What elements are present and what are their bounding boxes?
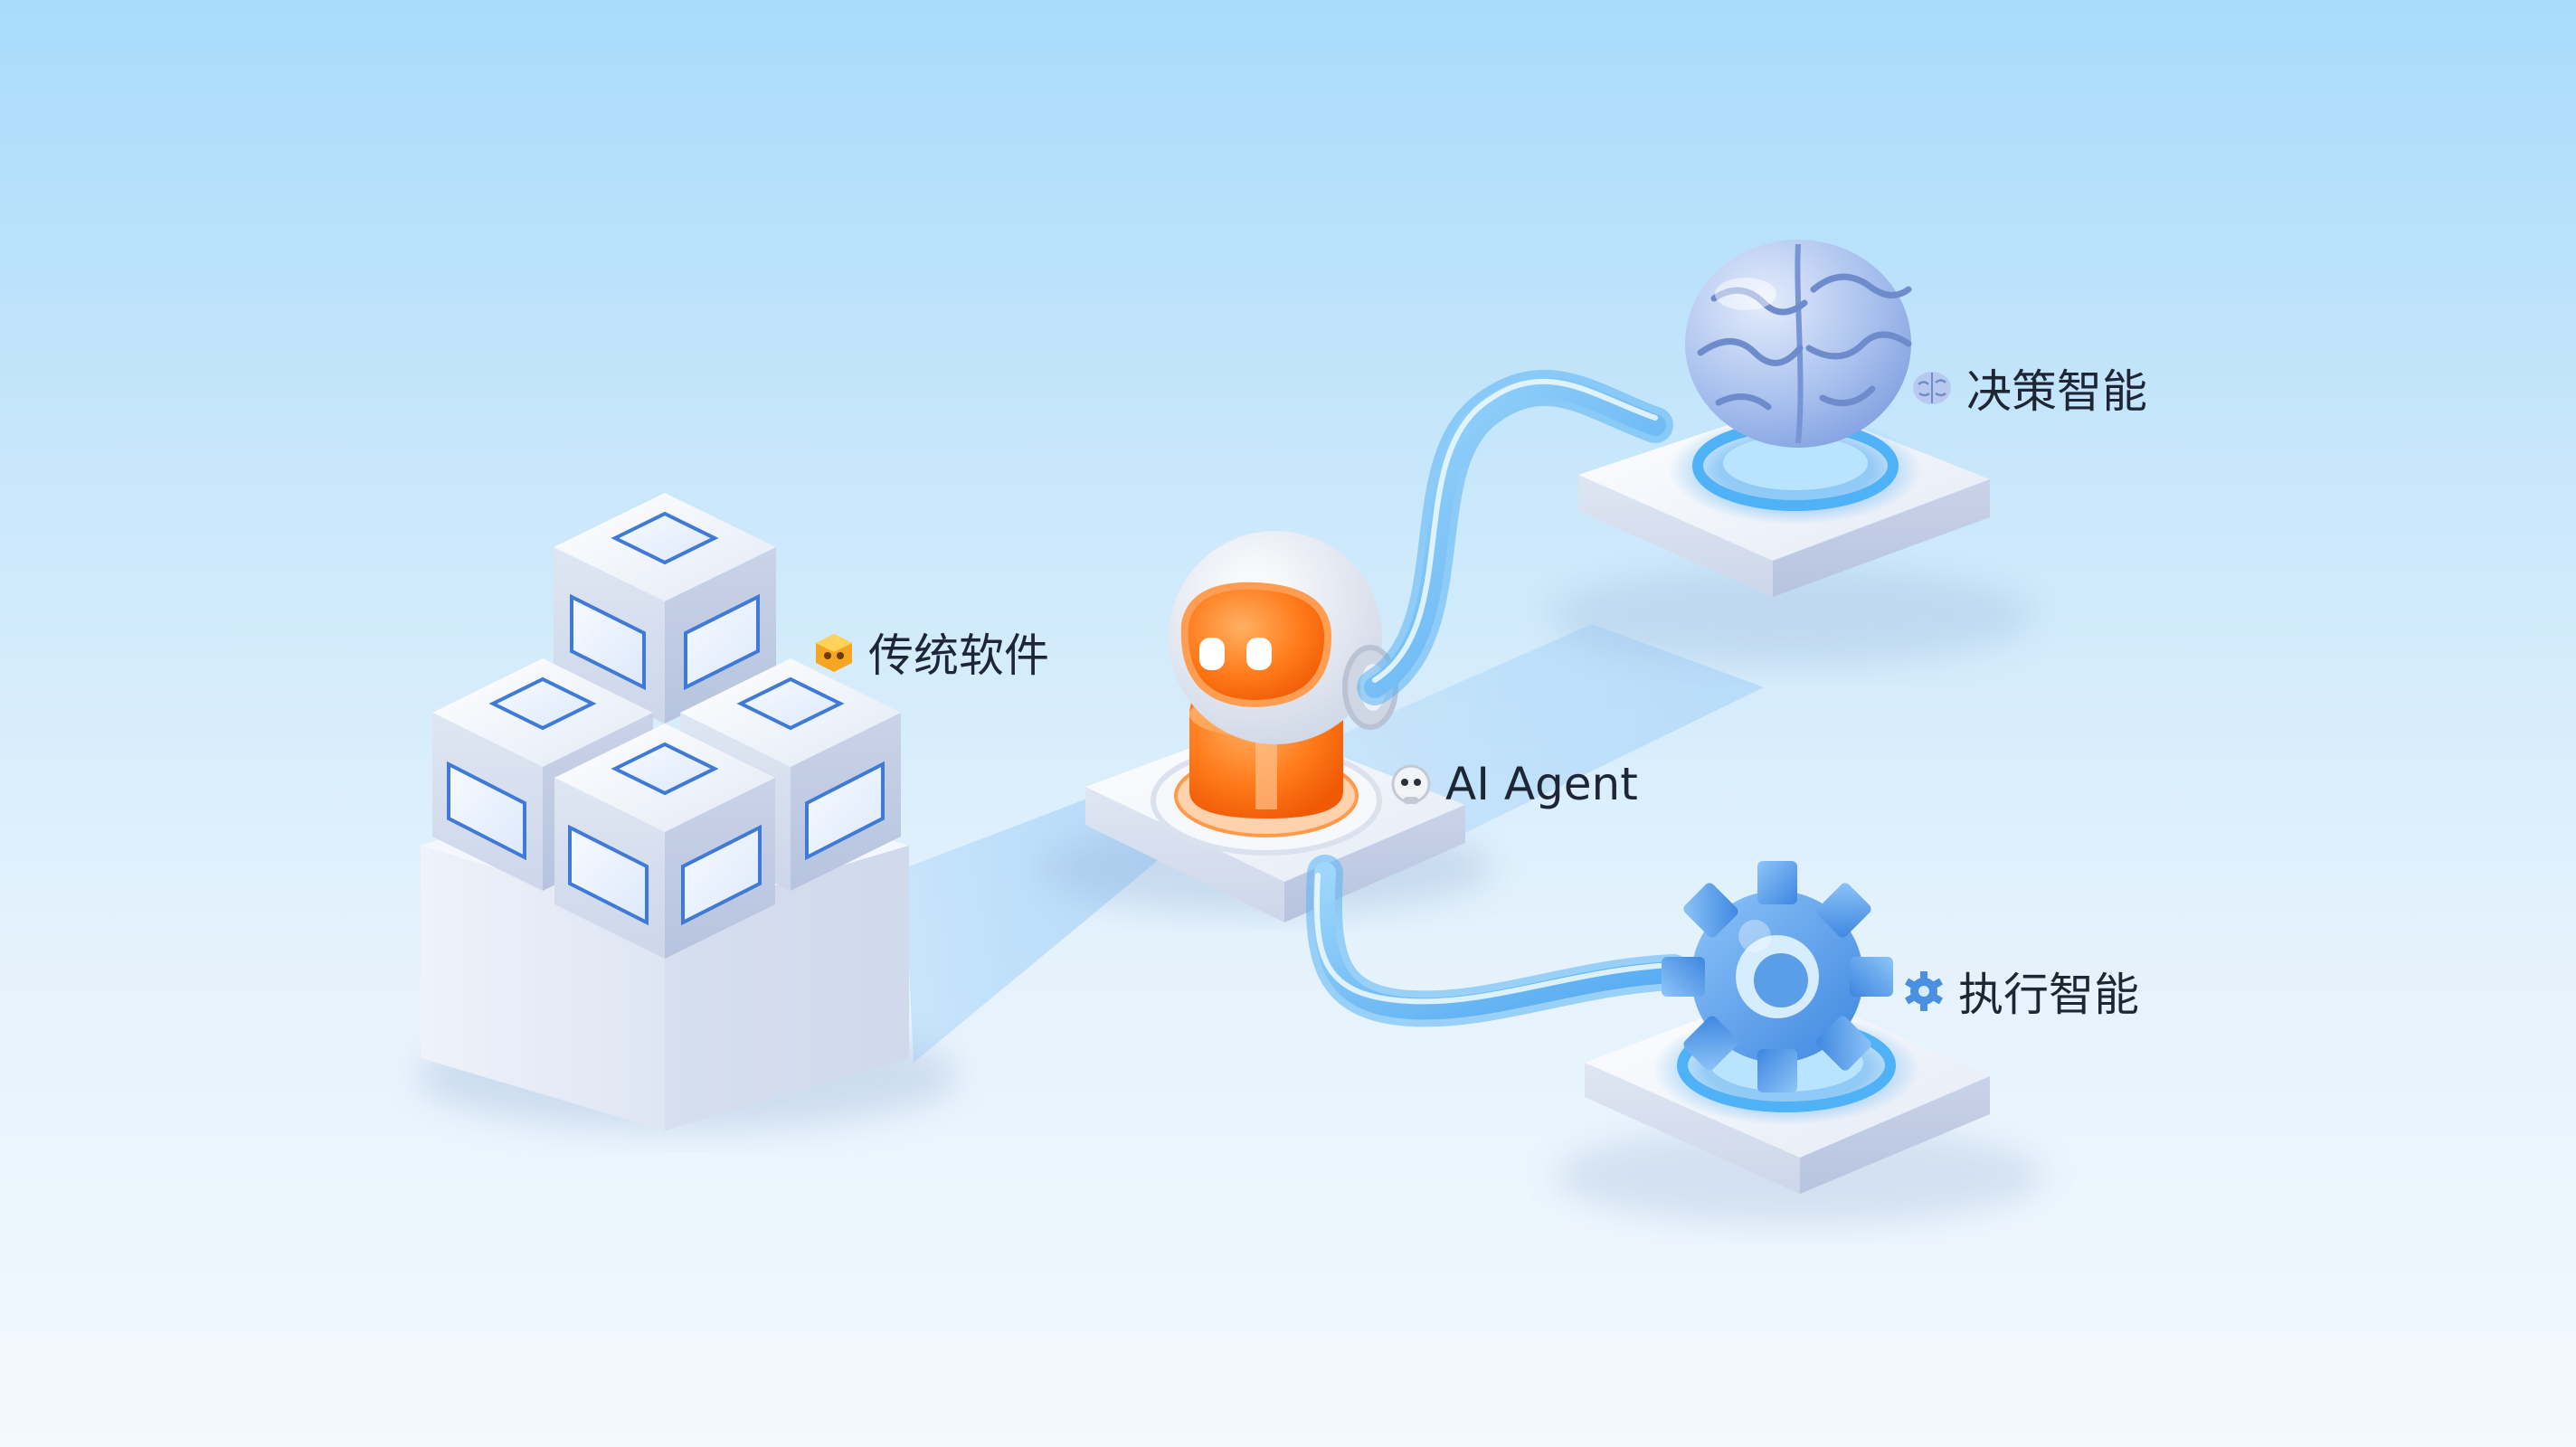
brain-icon <box>1685 240 1912 448</box>
ai-agent-node <box>1040 531 1492 922</box>
label-decision-intelligence-text: 决策智能 <box>1966 365 2147 418</box>
brain-icon <box>1910 366 1954 410</box>
robot-icon <box>1389 762 1433 806</box>
label-ai-agent: AI Agent <box>1389 758 1638 810</box>
software-cube-cluster <box>416 493 959 1130</box>
label-decision-intelligence: 决策智能 <box>1910 355 2147 421</box>
tube-agent-to-brain <box>1357 369 1673 705</box>
cube-icon <box>812 630 856 674</box>
gear-icon <box>1662 861 1893 1092</box>
software-cube-front <box>554 724 775 959</box>
label-execution-intelligence: 执行智能 <box>1902 959 2139 1024</box>
label-traditional-software-text: 传统软件 <box>868 629 1049 682</box>
label-traditional-software: 传统软件 <box>812 619 1049 685</box>
label-ai-agent-text: AI Agent <box>1445 758 1638 810</box>
tube-agent-to-gear <box>1305 855 1691 1027</box>
label-execution-intelligence-text: 执行智能 <box>1958 969 2139 1021</box>
decision-node <box>1547 402 2035 665</box>
gear-icon <box>1902 969 1946 1013</box>
